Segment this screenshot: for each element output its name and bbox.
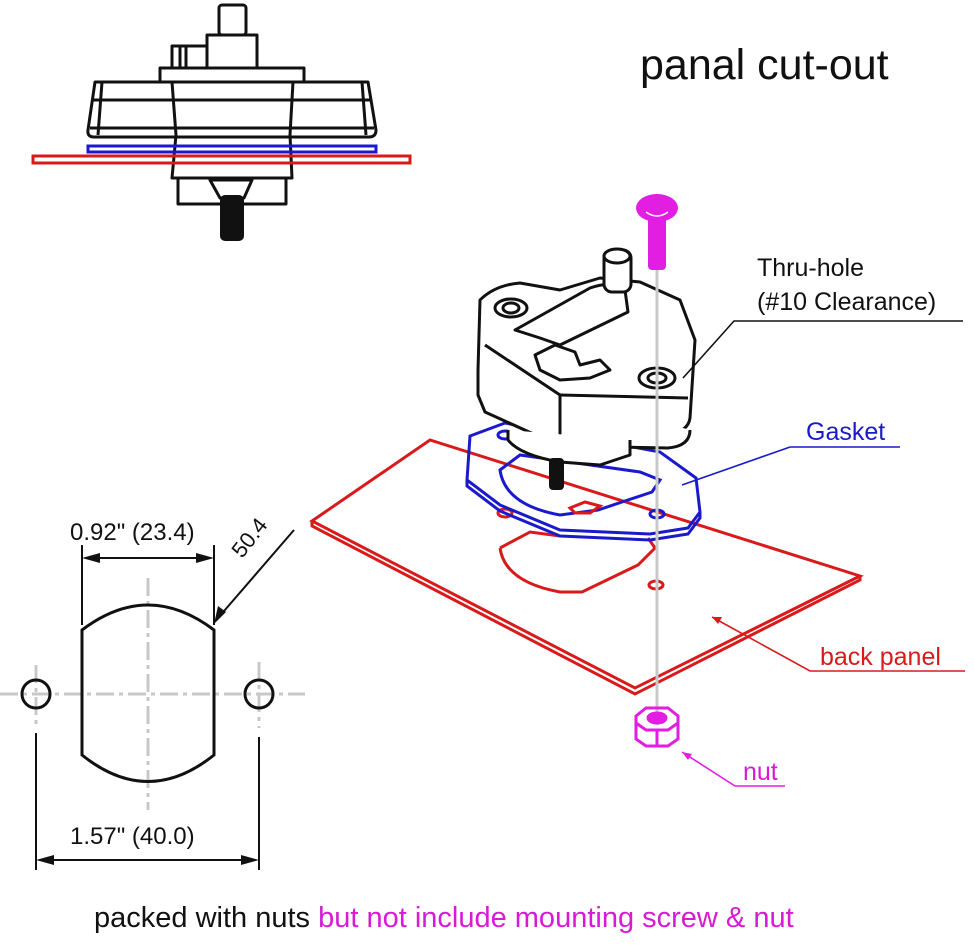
footer-note-excluded: but not include mounting screw & nut xyxy=(318,902,794,934)
cutout-width-dimension: 0.92" (23.4) xyxy=(70,519,195,546)
side-view-gasket xyxy=(86,144,378,154)
mounting-hole-right xyxy=(243,678,275,710)
gasket-leader xyxy=(681,446,900,486)
gasket-label: Gasket xyxy=(806,418,886,446)
switch-body-iso xyxy=(476,247,697,467)
hole-spacing-dimension: 1.57" (40.0) xyxy=(70,823,195,850)
back-panel-leader xyxy=(711,616,965,672)
dimension-lines xyxy=(35,529,295,870)
nut xyxy=(634,706,680,748)
side-view-switch xyxy=(86,3,378,206)
mounting-screw xyxy=(636,194,678,270)
footer-note-included: packed with nuts xyxy=(94,902,311,934)
back-panel-arrowhead xyxy=(712,617,722,624)
back-panel-label: back panel xyxy=(820,643,941,671)
switch-stud-iso xyxy=(549,458,564,490)
back-panel xyxy=(309,438,864,696)
thru-hole-leader xyxy=(682,320,963,379)
nut-label: nut xyxy=(743,758,778,786)
nut-leader xyxy=(681,751,785,787)
side-view-stud xyxy=(220,195,244,241)
cutout-shape xyxy=(80,603,216,783)
diagram-title: panal cut-out xyxy=(640,41,889,89)
cutout-centerlines xyxy=(0,578,305,810)
mounting-hole-left xyxy=(20,678,52,710)
footer-note: packed with nuts but not include mountin… xyxy=(94,904,794,933)
nut-arrowhead xyxy=(682,752,692,760)
thru-hole-label: Thru-hole xyxy=(757,254,864,282)
side-view-panel xyxy=(31,154,412,165)
thru-hole-clearance-label: (#10 Clearance) xyxy=(757,288,937,316)
